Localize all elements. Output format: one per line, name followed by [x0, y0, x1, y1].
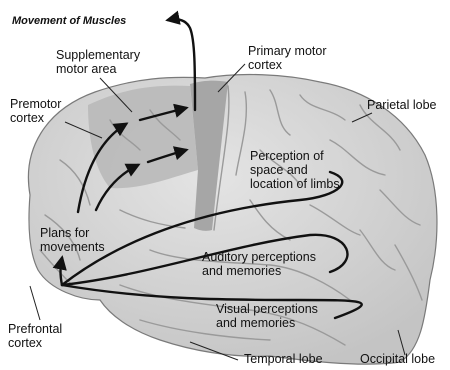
label-occipital-lobe: Occipital lobe	[360, 352, 435, 366]
label-visual-perceptions: Visual perceptions and memories	[216, 302, 318, 330]
label-prefrontal-cortex: Prefrontal cortex	[8, 322, 62, 350]
label-supplementary-motor-area: Supplementary motor area	[56, 48, 140, 76]
label-parietal-lobe: Parietal lobe	[367, 98, 437, 112]
title-movement-of-muscles: Movement of Muscles	[12, 14, 126, 28]
label-temporal-lobe: Temporal lobe	[244, 352, 323, 366]
premotor-region	[88, 86, 198, 189]
label-premotor-cortex: Premotor cortex	[10, 97, 61, 125]
label-auditory-perceptions: Auditory perceptions and memories	[202, 250, 316, 278]
arrow-to-plans	[61, 258, 63, 285]
label-plans-for-movements: Plans for movements	[40, 226, 105, 254]
label-perception-of-space: Perception of space and location of limb…	[250, 149, 340, 191]
label-primary-motor-cortex: Primary motor cortex	[248, 44, 326, 72]
